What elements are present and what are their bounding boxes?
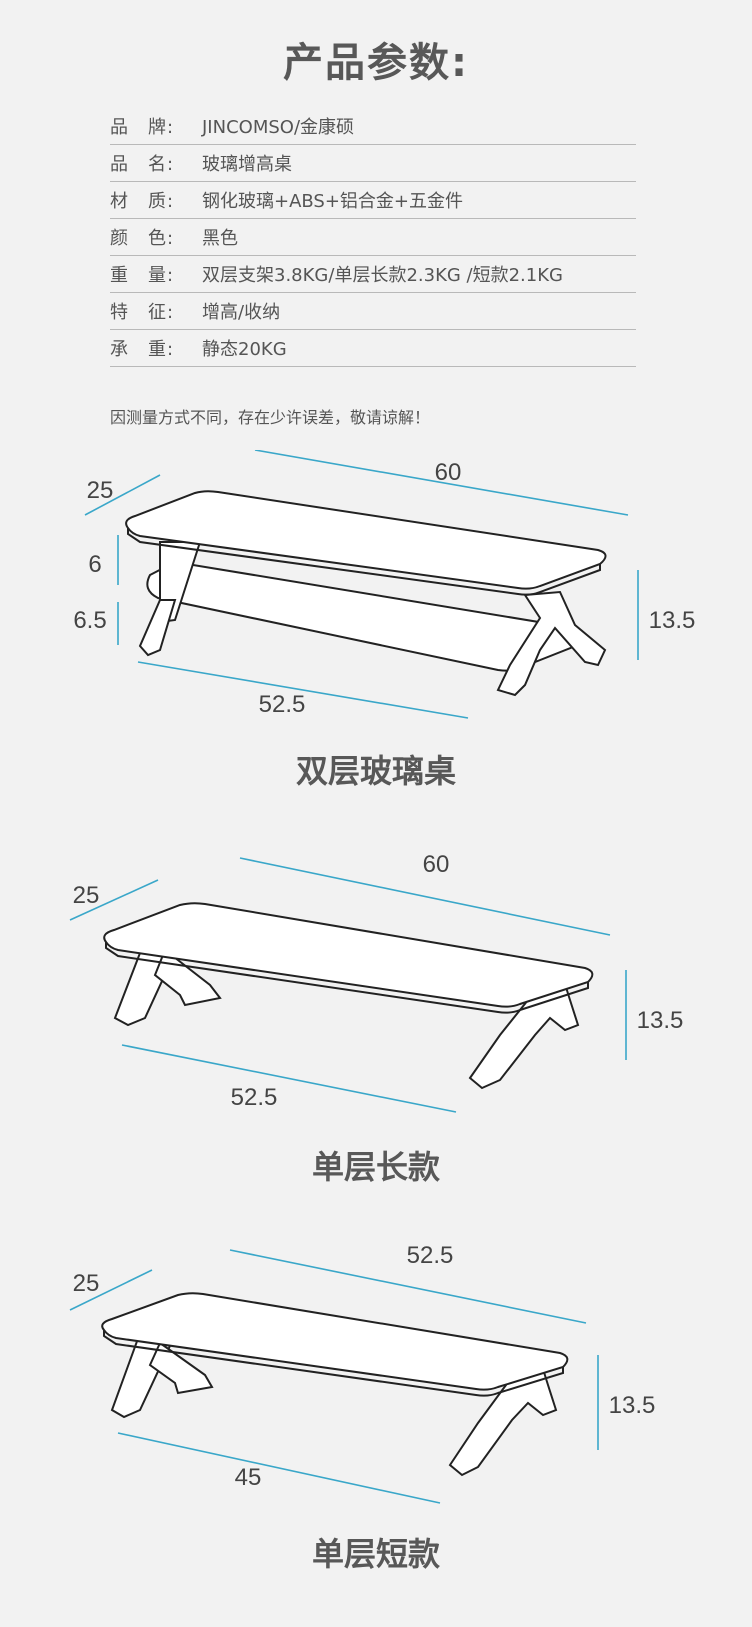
spec-value: 双层支架3.8KG/单层长款2.3KG /短款2.1KG xyxy=(202,265,563,286)
spec-row-load: 承 重: 静态20KG xyxy=(110,330,636,367)
spec-row-name: 品 名: 玻璃增高桌 xyxy=(110,145,636,182)
dim-depth: 25 xyxy=(73,882,100,909)
dim-base-length: 52.5 xyxy=(231,1084,278,1111)
dim-length: 52.5 xyxy=(407,1245,454,1269)
spec-value: 增高/收纳 xyxy=(202,302,281,323)
single-long-diagram: 25 60 13.5 52.5 单层长款 xyxy=(69,851,684,1186)
spec-label: 重 量: xyxy=(110,265,175,286)
table-illustration xyxy=(103,902,594,1090)
spec-row-feature: 特 征: 增高/收纳 xyxy=(110,293,636,330)
dim-total-height: 13.5 xyxy=(609,1392,656,1419)
spec-row-material: 材 质: 钢化玻璃+ABS+铝合金+五金件 xyxy=(110,182,636,219)
spec-row-brand: 品 牌: JINCOMSO/金康硕 xyxy=(110,108,636,145)
dim-base-length: 45 xyxy=(235,1464,262,1491)
dim-length: 60 xyxy=(423,851,450,878)
dim-total-height: 13.5 xyxy=(637,1007,684,1034)
dim-depth: 25 xyxy=(87,477,114,504)
table-illustration xyxy=(125,490,607,697)
spec-label: 材 质: xyxy=(110,191,175,212)
spec-label: 特 征: xyxy=(110,302,175,323)
dim-length: 60 xyxy=(435,459,462,486)
measurement-note: 因测量方式不同，存在少许误差，敬请谅解！ xyxy=(110,408,431,427)
spec-row-color: 颜 色: 黑色 xyxy=(110,219,636,256)
page-title: 产品参数: xyxy=(283,40,469,86)
spec-row-weight: 重 量: 双层支架3.8KG/单层长款2.3KG /短款2.1KG xyxy=(110,256,636,293)
dim-base-length: 52.5 xyxy=(259,691,306,718)
dim-lower-height: 6.5 xyxy=(73,607,106,634)
dimension-lines xyxy=(69,1249,599,1504)
table-illustration xyxy=(101,1292,569,1477)
spec-value: 玻璃增高桌 xyxy=(202,154,292,175)
product-name: 单层短款 xyxy=(312,1535,440,1573)
single-short-diagram: 25 52.5 13.5 45 单层短款 xyxy=(69,1245,656,1573)
dimension-lines xyxy=(84,450,639,719)
spec-value: 黑色 xyxy=(202,228,238,249)
spec-value: 静态20KG xyxy=(202,339,287,360)
product-name: 单层长款 xyxy=(312,1148,440,1186)
double-layer-diagram: 25 60 6 6.5 13.5 52.5 双层玻璃桌 xyxy=(73,450,696,790)
spec-label: 颜 色: xyxy=(110,228,175,249)
dimension-lines xyxy=(69,857,627,1113)
spec-value: 钢化玻璃+ABS+铝合金+五金件 xyxy=(202,191,464,212)
spec-label: 承 重: xyxy=(110,339,175,360)
dim-total-height: 13.5 xyxy=(649,607,696,634)
spec-table: 品 牌: JINCOMSO/金康硕 品 名: 玻璃增高桌 材 质: 钢化玻璃+A… xyxy=(110,108,636,367)
dim-upper-height: 6 xyxy=(88,551,101,578)
product-name: 双层玻璃桌 xyxy=(296,752,456,790)
spec-label: 品 牌: xyxy=(110,117,175,138)
spec-value: JINCOMSO/金康硕 xyxy=(202,117,355,138)
spec-label: 品 名: xyxy=(110,154,175,175)
dim-depth: 25 xyxy=(73,1270,100,1297)
